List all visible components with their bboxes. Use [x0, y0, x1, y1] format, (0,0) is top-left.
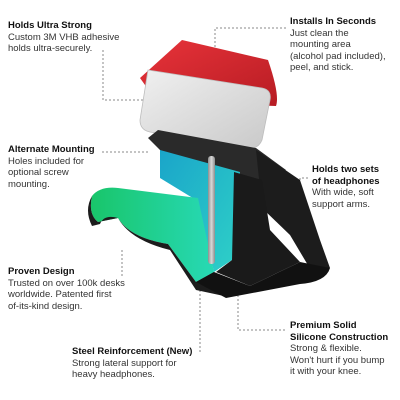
- callout-premium-silicone: Premium Solid Silicone Construction Stro…: [290, 320, 398, 378]
- front-arm-bottom: [196, 262, 330, 298]
- callout-holds-two-sets: Holds two sets of headphones With wide, …: [312, 164, 398, 210]
- leader-lines: [102, 27, 308, 352]
- rear-arm: [256, 150, 330, 272]
- callout-body: Strong & flexible. Won't hurt if you bum…: [290, 343, 385, 377]
- callout-body: Holes included for optional screw mounti…: [8, 155, 85, 190]
- callout-title: Proven Design: [8, 266, 75, 277]
- callout-body: Trusted on over 100k desks worldwide. Pa…: [8, 277, 125, 312]
- callout-steel-reinforcement: Steel Reinforcement (New) Strong lateral…: [72, 346, 212, 381]
- callout-title: Premium Solid Silicone Construction: [290, 320, 389, 343]
- mount-top-plate: [148, 130, 286, 185]
- callout-body: With wide, soft support arms.: [312, 187, 374, 210]
- callout-alternate-mounting: Alternate Mounting Holes included for op…: [8, 144, 108, 190]
- center-body-side: [216, 172, 300, 286]
- callout-title: Alternate Mounting: [8, 144, 95, 155]
- callout-holds-ultra-strong: Holds Ultra Strong Custom 3M VHB adhesiv…: [8, 20, 158, 55]
- callout-body: Strong lateral support for heavy headpho…: [72, 357, 177, 381]
- callout-title: Steel Reinforcement (New): [72, 346, 193, 357]
- callout-proven-design: Proven Design Trusted on over 100k desks…: [8, 266, 148, 312]
- callout-title: Holds two sets of headphones: [312, 164, 380, 187]
- callout-title: Holds Ultra Strong: [8, 20, 92, 31]
- front-arm-green: [90, 187, 214, 282]
- callout-body: Just clean the mounting area (alcohol pa…: [290, 27, 386, 74]
- mounting-pad: [139, 69, 271, 149]
- callout-body: Custom 3M VHB adhesive holds ultra-secur…: [8, 31, 120, 55]
- callout-installs-in-seconds: Installs In Seconds Just clean the mount…: [290, 16, 398, 74]
- steel-rod: [208, 156, 215, 264]
- callout-title: Installs In Seconds: [290, 16, 377, 27]
